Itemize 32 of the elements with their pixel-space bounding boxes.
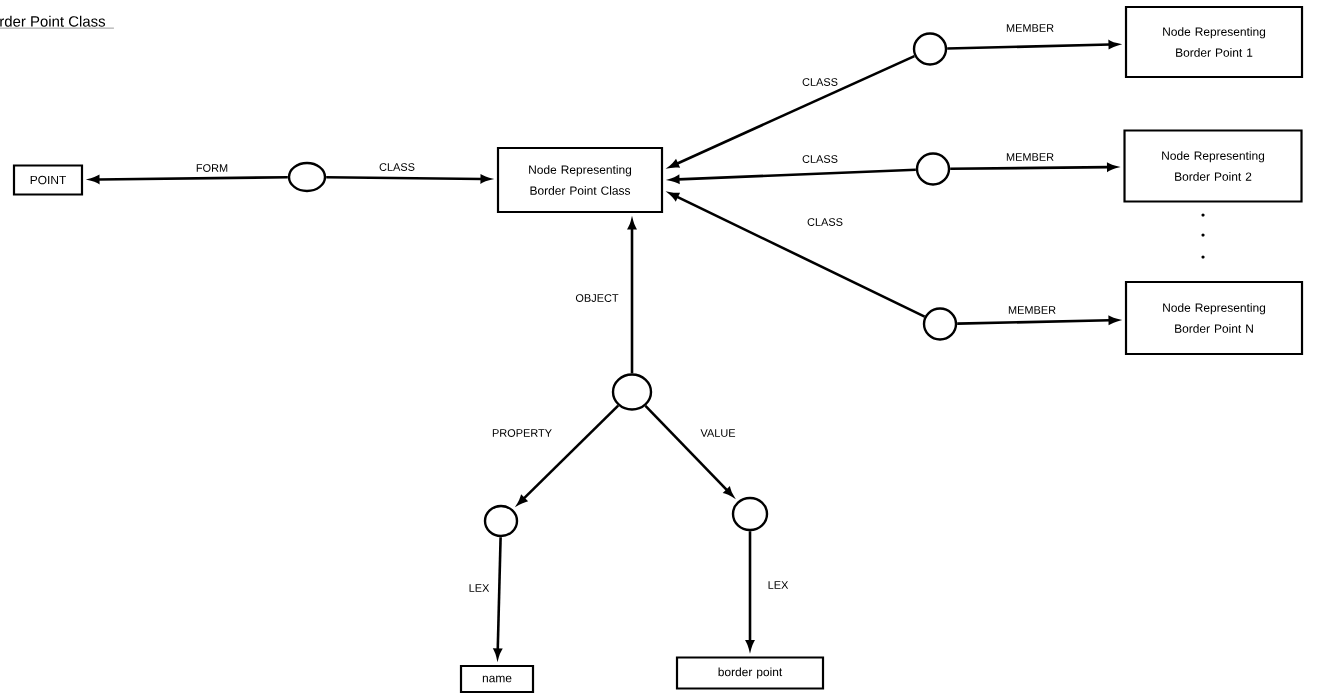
circle-node — [611, 373, 653, 411]
circle-node — [912, 32, 948, 66]
node-box: Node Representing Border Point N — [1124, 280, 1304, 356]
arrow — [957, 316, 1119, 325]
arrow — [644, 405, 734, 497]
edge-label: FORM — [194, 163, 230, 173]
circle-node — [483, 504, 519, 538]
node-box: border point — [675, 656, 825, 690]
edge-label: PROPERTY — [490, 428, 554, 438]
edge-label: OBJECT — [574, 293, 620, 303]
circle-node — [922, 307, 958, 341]
arrow — [669, 168, 916, 184]
node-box: POINT — [12, 164, 84, 196]
node-box: Node Representing Border Point 1 — [1124, 5, 1304, 79]
arrow — [517, 404, 620, 505]
edge-label: LEX — [766, 580, 790, 590]
edge-label: MEMBER — [1004, 152, 1056, 162]
circle-node — [287, 161, 327, 193]
edge-label: VALUE — [699, 428, 737, 438]
edge-label: MEMBER — [1004, 23, 1056, 33]
arrow — [326, 174, 491, 183]
circle-node — [915, 152, 951, 186]
arrow — [627, 219, 637, 374]
node-box: Node Representing Border Point Class — [496, 146, 664, 214]
node-box: Node Representing Border Point 2 — [1123, 129, 1303, 203]
title: rder Point Class — [0, 15, 115, 29]
arrow — [947, 40, 1119, 50]
node-box: name — [459, 664, 535, 694]
edge-label: MEMBER — [1006, 305, 1058, 315]
edge-label: LEX — [467, 583, 491, 593]
circle-node — [731, 496, 769, 532]
edge-label: CLASS — [378, 162, 416, 172]
